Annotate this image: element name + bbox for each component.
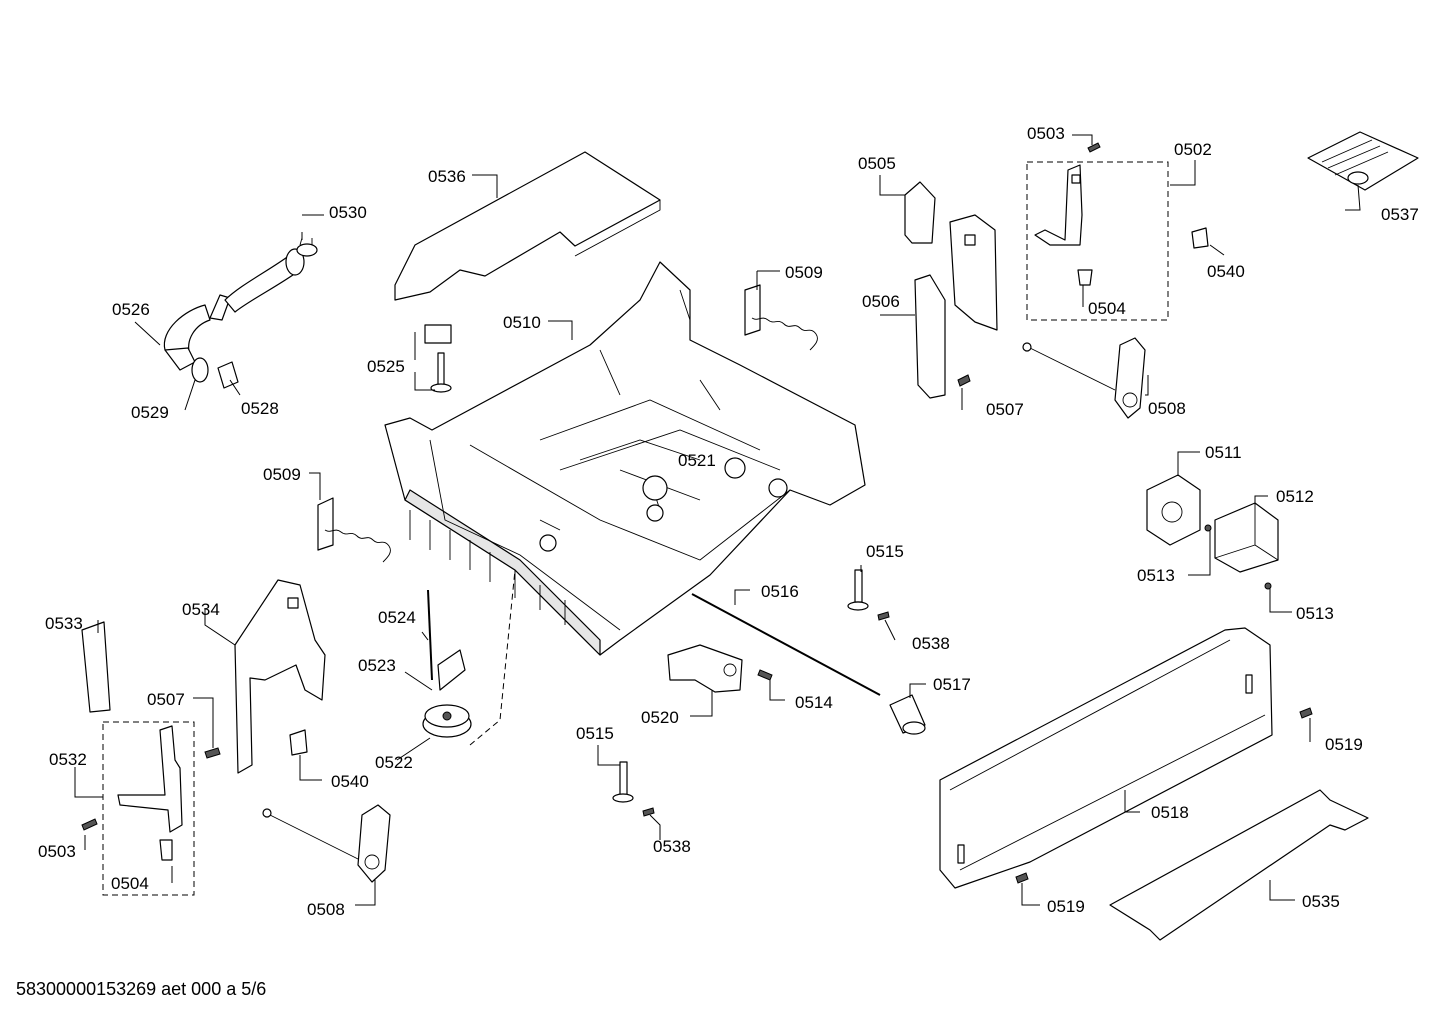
label-0512: 0512	[1276, 487, 1314, 506]
label-0502: 0502	[1174, 140, 1212, 159]
part-0507-screw-left	[204, 747, 221, 759]
part-0510-base-tub	[384, 261, 866, 656]
label-0508-right: 0508	[1148, 399, 1186, 418]
label-0507-left: 0507	[147, 690, 185, 709]
part-0508-float-switch-left	[262, 804, 391, 883]
document-id: 58300000153269 aet 000 a 5/6	[16, 979, 267, 999]
part-0532-bracket	[117, 725, 183, 833]
part-0508-float-switch-right	[1022, 337, 1146, 419]
part-0538-screws	[642, 611, 890, 817]
label-0540-right: 0540	[1207, 262, 1245, 281]
label-0503-left: 0503	[38, 842, 76, 861]
label-0514: 0514	[795, 693, 833, 712]
part-0520-valve	[667, 644, 743, 693]
part-0540-clip-left	[289, 729, 308, 756]
label-0504-right: 0504	[1088, 299, 1126, 318]
part-0537-parts-bag	[1307, 131, 1419, 191]
label-0505: 0505	[858, 154, 896, 173]
part-0519-screws	[1015, 707, 1313, 884]
label-0516: 0516	[761, 582, 799, 601]
label-0530: 0530	[329, 203, 367, 222]
label-0510: 0510	[503, 313, 541, 332]
part-0509-spring-left	[317, 497, 391, 563]
label-0540-left: 0540	[331, 772, 369, 791]
part-0504-clip-right	[1077, 269, 1093, 286]
label-0522: 0522	[375, 753, 413, 772]
label-0524: 0524	[378, 608, 416, 627]
label-0509-left: 0509	[263, 465, 301, 484]
part-0524-rod	[427, 589, 433, 681]
leader-0522-dash	[469, 569, 516, 746]
label-0528: 0528	[241, 399, 279, 418]
label-0519-a: 0519	[1325, 735, 1363, 754]
label-0518: 0518	[1151, 803, 1189, 822]
label-0511: 0511	[1205, 443, 1242, 462]
part-0530-clamp	[296, 237, 318, 257]
part-0529-clamp	[191, 357, 209, 383]
part-0517-end-cap	[889, 694, 926, 735]
part-0509-spring-right	[744, 284, 818, 351]
part-0536-cover-plate	[394, 151, 661, 301]
part-0523-valve	[437, 649, 466, 691]
part-0504-clip-left	[159, 839, 173, 861]
part-0518-front-panel	[939, 627, 1273, 889]
label-0506: 0506	[862, 292, 900, 311]
label-0534: 0534	[182, 600, 220, 619]
part-0512-cover	[1214, 502, 1279, 573]
label-0503-right: 0503	[1027, 124, 1065, 143]
label-0520: 0520	[641, 708, 679, 727]
label-0507-right: 0507	[986, 400, 1024, 419]
callout-labels: 0536 0530 0526 0529 0528 0525 0510 0509 …	[38, 124, 1419, 919]
label-0517: 0517	[933, 675, 971, 694]
label-0533: 0533	[45, 614, 83, 633]
part-0515-foot-right	[847, 569, 869, 611]
label-0508-left: 0508	[307, 900, 345, 919]
part-0516-rod	[691, 593, 881, 696]
part-0513-screws	[1204, 524, 1272, 590]
part-0502-bracket	[1034, 164, 1083, 246]
label-0521: 0521	[678, 451, 716, 470]
leader-lines	[74, 134, 1361, 906]
part-0528-clip	[217, 361, 239, 389]
label-0538-a: 0538	[912, 634, 950, 653]
label-0536: 0536	[428, 167, 466, 186]
part-0506-side-bracket	[914, 214, 998, 399]
label-0535: 0535	[1302, 892, 1340, 911]
label-0532: 0532	[49, 750, 87, 769]
part-0525-foot	[424, 324, 452, 393]
label-0529: 0529	[131, 403, 169, 422]
part-0511-housing	[1146, 474, 1201, 546]
part-0514-screw	[757, 669, 773, 681]
part-0515-foot-lower	[612, 761, 634, 803]
label-0504-left: 0504	[111, 874, 149, 893]
label-0513-a: 0513	[1137, 566, 1175, 585]
label-0513-b: 0513	[1296, 604, 1334, 623]
part-0540-clip-right	[1191, 227, 1209, 249]
label-0515-a: 0515	[866, 542, 904, 561]
part-0533-cap	[81, 621, 111, 713]
part-0526-drain-hose	[163, 248, 305, 371]
part-0532-assembly-box	[102, 721, 195, 896]
label-0537: 0537	[1381, 205, 1419, 224]
part-0505-bracket	[904, 181, 936, 244]
part-0503-screw-right	[1087, 142, 1101, 153]
part-0535-plinth-strip	[1109, 789, 1369, 941]
part-0534-bracket	[234, 579, 326, 774]
label-0526: 0526	[112, 300, 150, 319]
label-0519-b: 0519	[1047, 897, 1085, 916]
part-0503-screw-left	[81, 818, 98, 831]
label-0538-b: 0538	[653, 837, 691, 856]
part-0507-screw-right	[957, 374, 971, 387]
label-0509-right: 0509	[785, 263, 823, 282]
label-0515-b: 0515	[576, 724, 614, 743]
part-0522-impeller	[422, 704, 472, 738]
label-0523: 0523	[358, 656, 396, 675]
part-0502-assembly-box	[1026, 161, 1169, 321]
label-0525: 0525	[367, 357, 405, 376]
